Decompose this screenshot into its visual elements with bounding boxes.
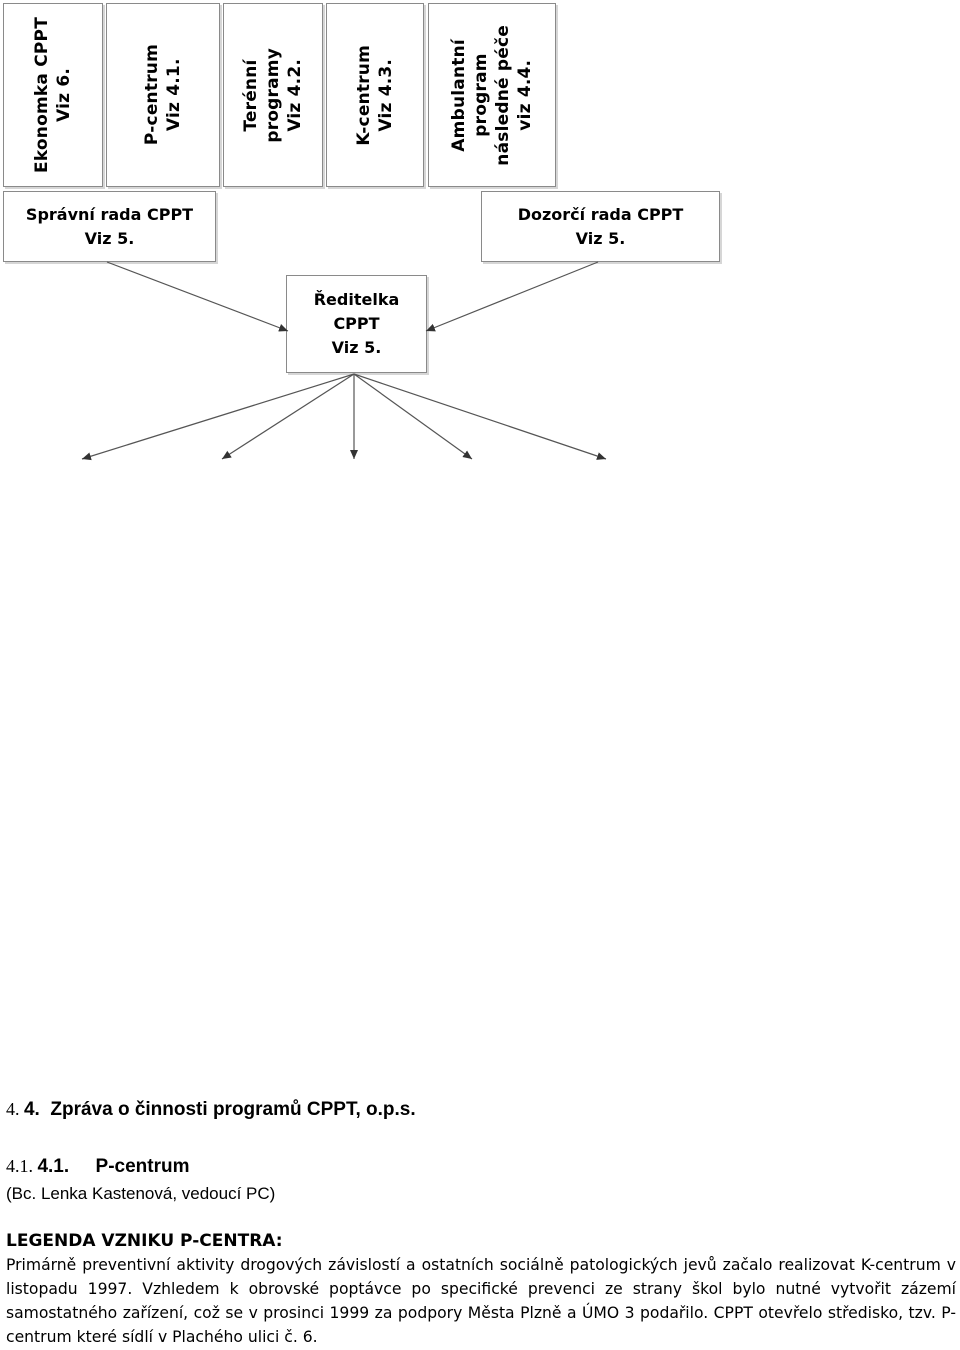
- org-box-reditelka-label: Ředitelka CPPT Viz 5.: [313, 290, 400, 357]
- org-box-terenni-programy: Terénní programy Viz 4.2.: [223, 3, 323, 187]
- connector-dozorci-rada-to-reditelka: [425, 261, 599, 332]
- org-box-dozorci-rada-label: Dozorčí rada CPPT Viz 5.: [517, 204, 684, 248]
- section-title: 4. Zpráva o činnosti programů CPPT, o.p.…: [23, 1099, 416, 1120]
- subsection-number: 4.1.: [6, 1156, 33, 1176]
- org-box-k-centrum: K-centrum Viz 4.3.: [326, 3, 424, 187]
- connector-reditelka-to-k-centrum: [353, 373, 473, 460]
- connector-reditelka-to-p-centrum: [221, 373, 355, 460]
- org-box-ekonomka: Ekonomka CPPT Viz 6.: [3, 3, 103, 187]
- org-box-spravni-rada: Správní rada CPPT Viz 5.: [3, 191, 216, 262]
- connector-reditelka-to-ekonomka: [81, 373, 355, 461]
- org-box-p-centrum: P-centrum Viz 4.1.: [106, 3, 220, 187]
- subsection-title: 4.1. P-centrum: [37, 1156, 190, 1177]
- legend-heading: LEGENDA VZNIKU P-CENTRA:: [6, 1231, 283, 1251]
- org-box-ambulantni-program: Ambulantní program následné péče viz 4.4…: [428, 3, 556, 187]
- connector-spravni-rada-to-reditelka: [106, 261, 289, 332]
- org-chart-connectors: [81, 261, 607, 461]
- subsection-heading: 4.1. 4.1. P-centrum: [6, 1156, 956, 1178]
- body-paragraph: Primárně preventivní aktivity drogových …: [6, 1256, 956, 1346]
- section-heading: 4. 4. Zpráva o činnosti programů CPPT, o…: [6, 1099, 956, 1121]
- section-number: 4.: [6, 1099, 20, 1119]
- org-box-dozorci-rada: Dozorčí rada CPPT Viz 5.: [481, 191, 720, 262]
- org-box-spravni-rada-label: Správní rada CPPT Viz 5.: [25, 204, 194, 248]
- connector-reditelka-to-ambulantni: [353, 373, 607, 460]
- author-line: (Bc. Lenka Kastenová, vedoucí PC): [6, 1184, 276, 1203]
